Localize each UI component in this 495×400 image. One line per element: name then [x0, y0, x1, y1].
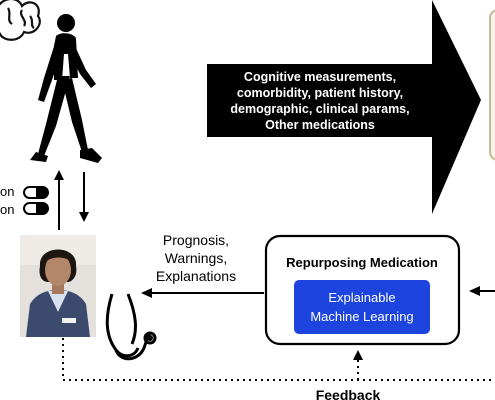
up-arrow [54, 170, 64, 230]
feedback-loop [62, 338, 495, 381]
output-line-1: Prognosis, [163, 232, 229, 248]
pill-icon [23, 186, 49, 199]
output-arrow [141, 288, 264, 298]
arrow-text-line-2: comorbidity, patient history, [237, 86, 403, 100]
ml-line-1: Explainable [328, 290, 395, 305]
brain-icon [0, 0, 41, 41]
pill-icon [23, 202, 49, 215]
walking-person-icon [30, 14, 102, 163]
clinician-photo [20, 235, 96, 337]
data-panel-edge [489, 9, 495, 161]
output-line-2: Warnings, [165, 250, 228, 266]
arrow-text-line-3: demographic, clinical params, [230, 102, 409, 116]
stethoscope-icon [105, 293, 157, 361]
left-label-1: on [0, 184, 14, 199]
ml-line-2: Machine Learning [310, 309, 413, 324]
output-line-3: Explanations [156, 268, 236, 284]
left-label-2: on [0, 202, 14, 217]
input-arrow-right [469, 286, 495, 296]
explainable-ml-box [294, 280, 430, 334]
input-data-arrow [207, 0, 481, 214]
down-arrow [79, 172, 89, 222]
arrow-text-line-4: Other medications [265, 118, 375, 132]
feedback-arrowhead [353, 350, 363, 360]
arrow-text-line-1: Cognitive measurements, [244, 70, 396, 84]
feedback-label: Feedback [316, 387, 381, 400]
repurposing-box-title: Repurposing Medication [286, 255, 438, 270]
